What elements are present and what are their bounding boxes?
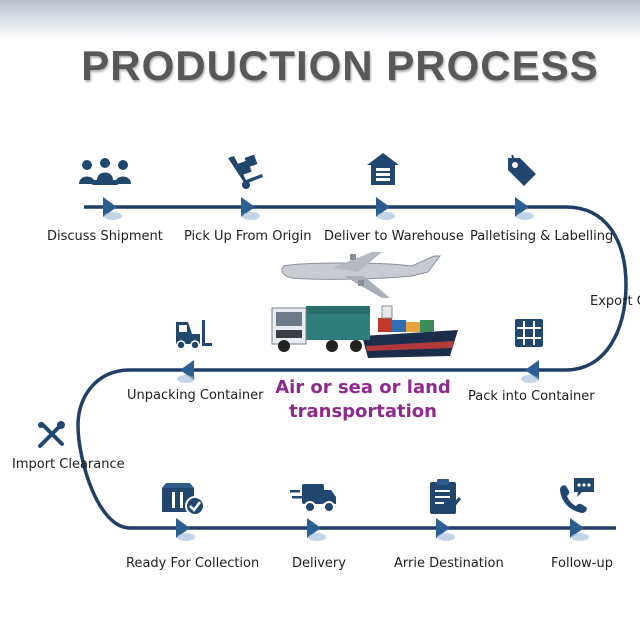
step-label-export: Export C [590, 294, 640, 309]
step-label-unpacking: Unpacking Container [127, 388, 264, 403]
delivery-truck-icon [290, 484, 336, 513]
flow-arrow [570, 518, 584, 538]
page-title: PRODUCTION PROCESS [81, 42, 599, 89]
step-label-follow-up: Follow-up [551, 556, 613, 571]
clipboard-check-icon [430, 479, 462, 514]
transport-caption-line-2: transportation [289, 401, 437, 422]
phone-chat-icon [560, 478, 594, 513]
flow-arrow [307, 518, 321, 538]
header-band [0, 0, 640, 40]
flow-arrow [180, 360, 194, 380]
step-label-pick-up: Pick Up From Origin [184, 229, 312, 244]
flow-arrow [376, 197, 390, 217]
meeting-icon [79, 158, 131, 185]
transport-caption-line-1: Air or sea or land [275, 377, 451, 398]
step-label-pack-container: Pack into Container [468, 389, 595, 404]
flow-arrow [241, 197, 255, 217]
step-label-delivery: Delivery [292, 556, 346, 571]
cargo-truck-image [271, 306, 370, 352]
flow-arrow [176, 518, 190, 538]
package-check-icon [162, 483, 205, 516]
forklift-icon [176, 320, 212, 350]
step-label-ready-collection: Ready For Collection [126, 556, 260, 571]
transport-illustration [271, 252, 458, 358]
flow-arrow [436, 518, 450, 538]
container-icon [515, 319, 543, 347]
step-label-arrive-destination: Arrie Destination [394, 556, 504, 571]
cargo-ship-image [362, 305, 458, 358]
step-label-import-clearance: Import Clearance [12, 457, 125, 472]
step-label-deliver-warehouse: Deliver to Warehouse [324, 229, 464, 244]
transport-caption: Air or sea or land transportation [270, 376, 456, 424]
step-label-discuss-shipment: Discuss Shipment [47, 229, 163, 244]
tag-icon [508, 154, 536, 186]
flow-arrow [515, 197, 529, 217]
flow-arrow [103, 197, 117, 217]
cargo-plane-image [281, 252, 441, 298]
customs-tools-icon [38, 421, 65, 448]
hand-truck-icon [228, 154, 263, 189]
step-label-palletising: Palletising & Labelling [470, 229, 614, 244]
flow-arrow [525, 360, 539, 380]
warehouse-icon [367, 153, 399, 185]
